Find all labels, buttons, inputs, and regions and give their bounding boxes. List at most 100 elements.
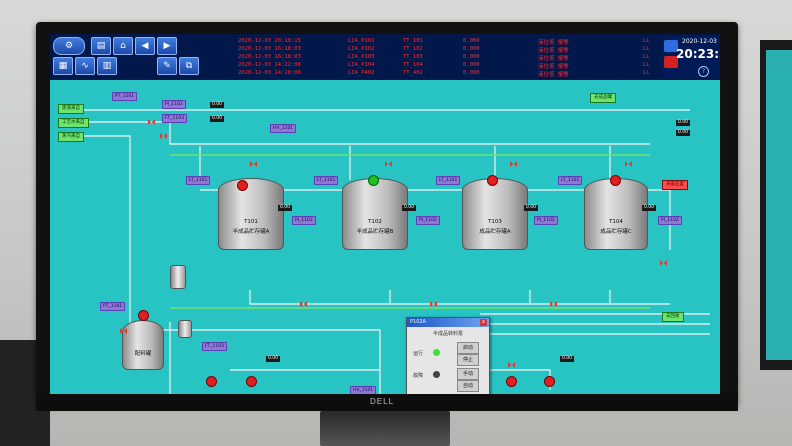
small-vessel[interactable] bbox=[170, 265, 186, 289]
value-readout: 0.00 bbox=[210, 116, 225, 122]
valve[interactable] bbox=[660, 260, 667, 266]
pump-motor[interactable] bbox=[246, 376, 257, 387]
stop-button[interactable]: 停止 bbox=[457, 354, 479, 366]
dialog-title: P102A bbox=[407, 318, 489, 327]
monitor-brand: DELL bbox=[370, 397, 395, 406]
value-readout: 0.00 bbox=[278, 205, 293, 211]
side-monitor bbox=[760, 40, 792, 370]
outlet-reactor-arrow[interactable]: 去反应釜 bbox=[662, 180, 688, 190]
value-readout: 0.00 bbox=[676, 130, 691, 136]
pump-motor[interactable] bbox=[206, 376, 217, 387]
valve[interactable] bbox=[148, 119, 155, 125]
toolbar: ⚙ ▤ ⌂ ◀ ▶ ▦ ∿ ▥ ✎ ⧉ bbox=[53, 37, 223, 77]
instrument-tag[interactable]: PI_1102 bbox=[534, 216, 558, 225]
valve[interactable] bbox=[160, 133, 167, 139]
fault-lamp bbox=[433, 371, 440, 378]
value-readout: 0.00 bbox=[402, 205, 417, 211]
overview-icon[interactable]: ⌂ bbox=[113, 37, 133, 55]
valve[interactable] bbox=[300, 301, 307, 307]
copy-icon[interactable]: ⧉ bbox=[179, 57, 199, 75]
instrument-tag[interactable]: PT_1101 bbox=[100, 302, 126, 311]
dialog-subtitle: 半成品转料泵 bbox=[432, 331, 463, 337]
valve[interactable] bbox=[510, 161, 517, 167]
instrument-tag[interactable]: PI_1102 bbox=[292, 216, 316, 225]
value-readout: 0.00 bbox=[266, 356, 281, 362]
instrument-tag[interactable]: PI_1102 bbox=[162, 100, 186, 109]
tank-t103[interactable]: T103 成品贮存罐A bbox=[462, 178, 528, 250]
agitator-motor-t105[interactable] bbox=[138, 310, 149, 321]
tank-t104[interactable]: T104 成品贮存罐C bbox=[584, 178, 648, 250]
close-icon[interactable]: x bbox=[480, 319, 487, 326]
instrument-tag[interactable]: PI_1102 bbox=[416, 216, 440, 225]
auto-button[interactable]: 自动 bbox=[457, 380, 479, 392]
instrument-tag[interactable]: PT_1101 bbox=[112, 92, 138, 101]
instrument-tag[interactable]: FT_1103 bbox=[202, 342, 227, 351]
value-readout: 0.00 bbox=[524, 205, 539, 211]
value-readout: 0.00 bbox=[642, 205, 657, 211]
pump-motor[interactable] bbox=[506, 376, 517, 387]
small-vessel[interactable] bbox=[178, 320, 192, 338]
help-icon[interactable]: ? bbox=[698, 66, 709, 77]
time-display: 20:23:25 bbox=[676, 47, 720, 61]
tank-t102[interactable]: T102 半成品贮存罐B bbox=[342, 178, 408, 250]
edit-icon[interactable]: ✎ bbox=[157, 57, 177, 75]
inlet-waste-arrow[interactable]: 废液来自 bbox=[58, 104, 84, 114]
value-readout: 0.00 bbox=[560, 356, 575, 362]
tank-t105[interactable]: 配料罐 bbox=[122, 320, 164, 370]
start-button[interactable]: 启动 bbox=[457, 342, 479, 354]
instrument-tag[interactable]: HV_1101 bbox=[350, 386, 377, 394]
home-icon[interactable]: ⚙ bbox=[53, 37, 85, 55]
screen-icon[interactable]: ▦ bbox=[53, 57, 73, 75]
instrument-tag[interactable]: PI_1102 bbox=[658, 216, 682, 225]
manual-button[interactable]: 手动 bbox=[457, 368, 479, 380]
valve[interactable] bbox=[250, 161, 257, 167]
trend-icon[interactable]: ∿ bbox=[75, 57, 95, 75]
instrument-tag[interactable]: LT_1101 bbox=[558, 176, 583, 185]
valve[interactable] bbox=[550, 301, 557, 307]
alarm-bell-icon[interactable] bbox=[664, 56, 678, 68]
process-diagram: 废液来自 工艺水来自 蒸汽来自 去成品罐 去反应釜 去回收 T101 半成品贮存… bbox=[50, 80, 720, 394]
table-icon[interactable]: ▥ bbox=[97, 57, 117, 75]
monitor-chin bbox=[36, 393, 738, 411]
forward-icon[interactable]: ▶ bbox=[157, 37, 177, 55]
instrument-tag[interactable]: LT_1101 bbox=[186, 176, 211, 185]
date-display: 2020-12-03 bbox=[682, 38, 717, 45]
tank-t101[interactable]: T101 半成品贮存罐A bbox=[218, 178, 284, 250]
report-icon[interactable]: ▤ bbox=[91, 37, 111, 55]
clock-panel: 2020-12-03 20:23:25 ? bbox=[662, 36, 720, 78]
agitator-motor-t103[interactable] bbox=[487, 175, 498, 186]
inlet-water-arrow[interactable]: 工艺水来自 bbox=[58, 118, 89, 128]
agitator-motor-t101[interactable] bbox=[237, 180, 248, 191]
valve[interactable] bbox=[625, 161, 632, 167]
outlet-recovery-arrow[interactable]: 去回收 bbox=[662, 312, 684, 322]
run-status-label: 运行 bbox=[413, 351, 424, 357]
instrument-tag[interactable]: HV_1101 bbox=[270, 124, 297, 133]
valve[interactable] bbox=[508, 362, 515, 368]
value-readout: 0.00 bbox=[210, 102, 225, 108]
agitator-motor-t102[interactable] bbox=[368, 175, 379, 186]
user-icon[interactable] bbox=[664, 40, 678, 52]
pump-control-dialog[interactable]: P102A x 半成品转料泵 运行 故障 启动 停止 手动 自动 bbox=[406, 317, 490, 394]
valve[interactable] bbox=[430, 301, 437, 307]
instrument-tag[interactable]: LT_1101 bbox=[314, 176, 339, 185]
value-readout: 0.00 bbox=[676, 120, 691, 126]
valve[interactable] bbox=[120, 328, 127, 334]
valve[interactable] bbox=[385, 161, 392, 167]
outlet-product-arrow[interactable]: 去成品罐 bbox=[590, 93, 616, 103]
monitor-stand bbox=[320, 411, 450, 446]
fault-status-label: 故障 bbox=[413, 373, 424, 379]
agitator-motor-t104[interactable] bbox=[610, 175, 621, 186]
instrument-tag[interactable]: FT_1103 bbox=[162, 114, 187, 123]
instrument-tag[interactable]: LT_1101 bbox=[436, 176, 461, 185]
pump-motor[interactable] bbox=[544, 376, 555, 387]
back-icon[interactable]: ◀ bbox=[135, 37, 155, 55]
inlet-steam-arrow[interactable]: 蒸汽来自 bbox=[58, 132, 84, 142]
